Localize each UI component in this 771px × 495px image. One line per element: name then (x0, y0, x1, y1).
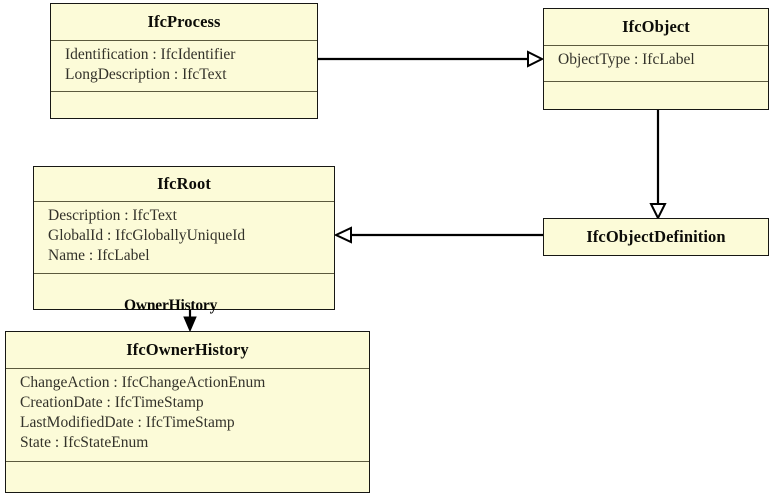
class-title-ifc-object-definition: IfcObjectDefinition (544, 219, 768, 255)
class-box-ifc-root[interactable]: IfcRoot Description : IfcText GlobalId :… (33, 166, 335, 310)
attribute-row: GlobalId : IfcGloballyUniqueId (48, 227, 246, 244)
class-box-ifc-process[interactable]: IfcProcess Identification : IfcIdentifie… (50, 3, 318, 119)
attribute-row: ObjectType : IfcLabel (558, 51, 695, 68)
class-operations-ifc-owner-history (6, 461, 369, 490)
class-operations-ifc-process (51, 91, 317, 116)
attribute-row: LastModifiedDate : IfcTimeStamp (20, 414, 235, 431)
class-title-ifc-root: IfcRoot (34, 167, 334, 201)
class-attributes-ifc-root: Description : IfcText GlobalId : IfcGlob… (34, 201, 334, 273)
edge-objectdefinition-to-root (333, 226, 543, 244)
class-attributes-ifc-object: ObjectType : IfcLabel (544, 45, 768, 81)
attribute-row: LongDescription : IfcText (65, 66, 227, 83)
class-box-ifc-object-definition[interactable]: IfcObjectDefinition (543, 218, 769, 256)
attribute-row: CreationDate : IfcTimeStamp (20, 394, 204, 411)
class-operations-ifc-root (34, 273, 334, 308)
class-title-ifc-object: IfcObject (544, 9, 768, 45)
class-box-ifc-owner-history[interactable]: IfcOwnerHistory ChangeAction : IfcChange… (5, 331, 370, 493)
edge-process-to-object (318, 50, 545, 68)
class-operations-ifc-object (544, 81, 768, 108)
attribute-row: ChangeAction : IfcChangeActionEnum (20, 374, 266, 391)
class-attributes-ifc-owner-history: ChangeAction : IfcChangeActionEnum Creat… (6, 368, 369, 461)
edge-object-to-objectdefinition (649, 110, 667, 221)
class-title-ifc-owner-history: IfcOwnerHistory (6, 332, 369, 368)
class-box-ifc-object[interactable]: IfcObject ObjectType : IfcLabel (543, 8, 769, 110)
association-label-ownerhistory: OwnerHistory (124, 297, 218, 314)
attribute-row: Description : IfcText (48, 207, 177, 224)
attribute-row: Name : IfcLabel (48, 247, 150, 264)
attribute-row: Identification : IfcIdentifier (65, 46, 236, 63)
attribute-row: State : IfcStateEnum (20, 434, 149, 451)
class-title-ifc-process: IfcProcess (51, 4, 317, 40)
class-attributes-ifc-process: Identification : IfcIdentifier LongDescr… (51, 40, 317, 91)
